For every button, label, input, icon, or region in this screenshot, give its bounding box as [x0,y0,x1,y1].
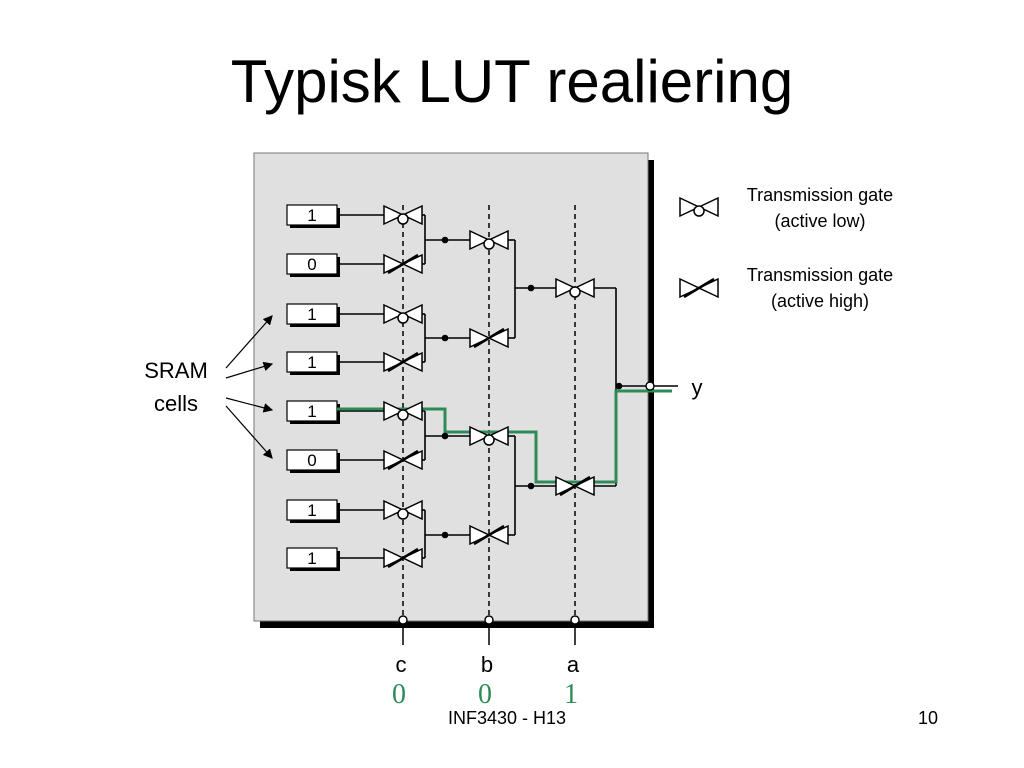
sram-cell-value: 0 [307,255,316,274]
transmission-gate-active-high [469,524,509,546]
output-label-y: y [692,375,703,400]
transmission-gate-active-low [469,425,509,447]
junction-node [441,236,449,244]
transmission-gate-active-low [383,204,423,226]
sram-pointer-arrow [225,397,274,413]
sram-cell: 1 [286,204,340,228]
legend-sublabel: (active high) [771,291,869,311]
input-value-c: 0 [392,679,406,710]
junction-node [441,334,449,342]
sram-cell: 0 [286,253,340,277]
legend-gate-active-high [679,277,719,299]
transmission-gate-active-low [383,303,423,325]
transmission-gate-active-high [469,327,509,349]
junction-node [527,284,535,292]
sram-pointer-arrow [225,361,274,379]
legend-label: Transmission gate [747,185,893,205]
footer-course: INF3430 - H13 [448,708,567,728]
output-pin-y [645,381,655,391]
sram-cell-value: 0 [307,451,316,470]
junction-node [441,432,449,440]
transmission-gate-active-low [383,400,423,422]
sram-cell: 1 [286,547,340,571]
sram-cell-value: 1 [307,206,316,225]
sram-pointer-arrow [225,315,273,369]
sram-cell-value: 1 [307,549,316,568]
sram-cell-value: 1 [307,501,316,520]
input-label-a: a [567,652,580,677]
transmission-gate-active-high [383,449,423,471]
sram-label-line2: cells [154,391,198,416]
sram-cell: 1 [286,303,340,327]
selected-path-highlight [337,389,672,484]
sram-cell-value: 1 [307,305,316,324]
transmission-gate-active-high [383,351,423,373]
sram-label-line1: SRAM [144,358,208,383]
transmission-gate-active-low [555,277,595,299]
legend-label: Transmission gate [747,265,893,285]
junction-node [527,482,535,490]
sram-cell: 1 [286,400,340,424]
transmission-gate-active-high [383,547,423,569]
page-number: 10 [918,708,939,728]
input-pin-b [484,615,494,625]
legend-gate-active-low [679,196,719,218]
input-value-a: 1 [564,679,578,710]
junction-node [615,382,623,390]
sram-pointer-arrow [225,405,273,459]
transmission-gate-active-high [383,253,423,275]
sram-cell-value: 1 [307,353,316,372]
junction-node [441,531,449,539]
sram-cell: 1 [286,351,340,375]
transmission-gate-active-low [469,229,509,251]
sram-cell-value: 1 [307,402,316,421]
sram-cell: 1 [286,499,340,523]
input-pin-a [570,615,580,625]
input-label-c: c [396,652,407,677]
input-value-b: 0 [478,679,492,710]
transmission-gate-active-high [555,475,595,497]
sram-cell: 0 [286,449,340,473]
lut-frame [253,152,649,622]
transmission-gate-active-low [383,499,423,521]
input-pin-c [398,615,408,625]
legend-sublabel: (active low) [774,211,865,231]
slide-title: Typisk LUT realiering [230,48,794,115]
input-label-b: b [481,652,493,677]
